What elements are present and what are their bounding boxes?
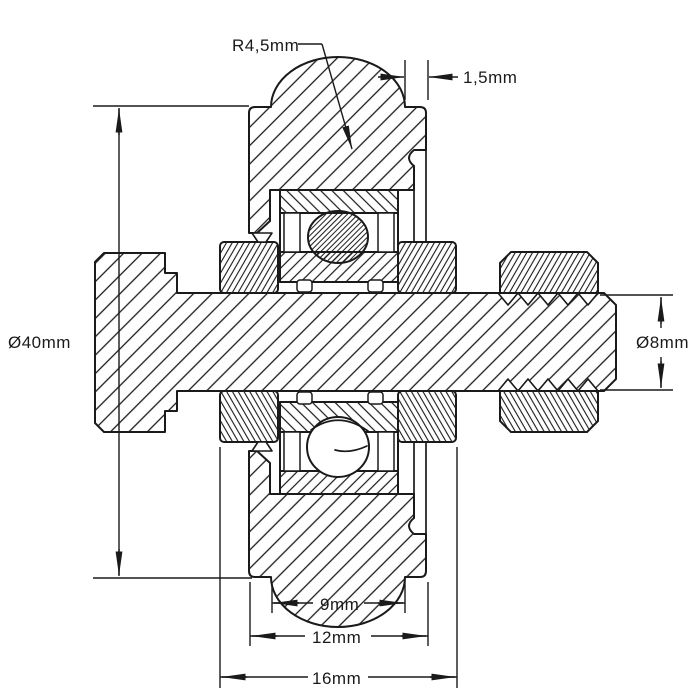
label-shaft-diameter: Ø8mm: [636, 333, 689, 352]
upper-half-parts: [219, 189, 599, 306]
label-outer-diameter: Ø40mm: [8, 333, 71, 352]
ball-bottom-outline: [306, 416, 370, 478]
label-overall-width: 16mm: [312, 669, 361, 688]
ball-bottom-flick: [334, 445, 368, 453]
label-groove-width: 9mm: [320, 595, 359, 614]
wheel-lower-body: [248, 450, 427, 628]
right-spacer-section: [397, 241, 457, 294]
label-hub-width: 12mm: [312, 628, 361, 647]
dimension-groove-width: 9mm: [271, 582, 406, 614]
dimension-rim-flange-width: 1,5mm: [378, 60, 517, 100]
label-rim-flange-width: 1,5mm: [463, 68, 517, 87]
bearing-inner-lip-left: [296, 279, 313, 293]
wheel-upper-section: [248, 56, 427, 243]
seal-ring-lower: [251, 441, 273, 452]
bearing-inner-lip-right: [367, 279, 384, 293]
bolt-shaft-section: [94, 252, 617, 433]
left-spacer-section: [219, 241, 279, 294]
bearing-ball-top: [307, 210, 369, 264]
dimension-shaft-diameter: Ø8mm: [600, 294, 689, 391]
thread-teeth: [497, 292, 599, 306]
wheel-upper-body: [248, 56, 427, 234]
dimension-overall-width: 16mm: [219, 447, 458, 688]
bearing-outer-race: [279, 189, 399, 214]
label-groove-radius: R4,5mm: [232, 36, 299, 55]
wheel-lower-section: [248, 441, 427, 628]
bearing-cage-left: [283, 212, 301, 253]
ball-bottom-arc: [310, 419, 369, 432]
seal-ring-upper: [251, 232, 273, 243]
dimension-groove-radius-leader: R4,5mm: [232, 36, 353, 150]
dimensions-layer: Ø40mm Ø8mm 1,5mm 9mm: [8, 36, 689, 688]
dimension-hub-width: 12mm: [249, 582, 429, 647]
bearing-ball-bottom: [306, 416, 370, 478]
bearing-cage-right: [377, 212, 395, 253]
hex-nut-section: [499, 251, 599, 294]
ball-bearing-section: [279, 189, 399, 293]
dimension-outer-diameter: Ø40mm: [8, 105, 252, 579]
